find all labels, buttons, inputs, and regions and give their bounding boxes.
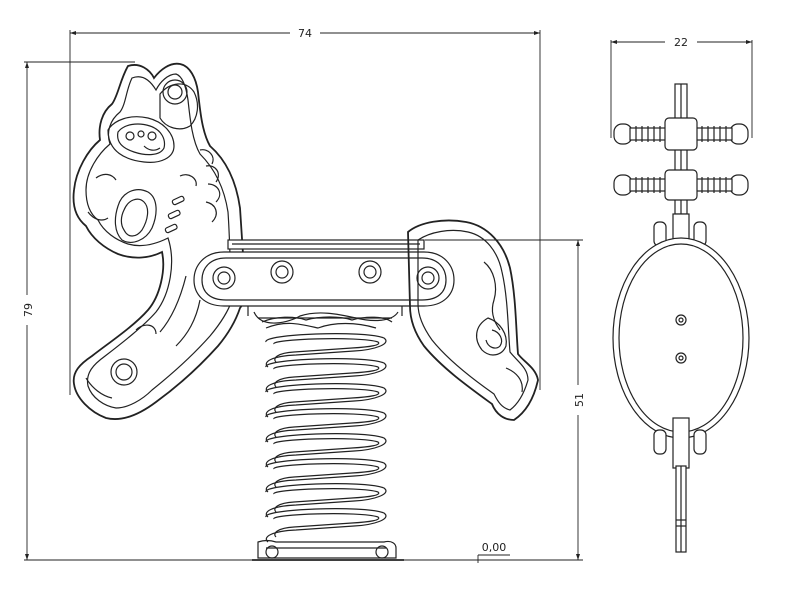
side-view: [612, 83, 750, 553]
height-total-label: 79: [22, 303, 35, 317]
lower-handle: [613, 169, 749, 201]
spring-coil-inner: [273, 463, 380, 488]
horse-head-panel: [72, 62, 247, 420]
horse-tail-panel: [407, 219, 539, 421]
spring-coil-turn: [265, 408, 387, 443]
ground-level-marker: 0,00: [477, 541, 510, 563]
width-side-label: 22: [674, 36, 688, 49]
spring-coil-inner: [273, 338, 380, 363]
spring-coil-inner: [273, 388, 380, 413]
seat-assembly: [193, 239, 455, 324]
spring-coil-inner: [273, 438, 380, 463]
spring-coil-turn: [265, 358, 387, 393]
seat-height-label: 51: [573, 393, 586, 407]
spring-coil-turn: [265, 483, 387, 518]
spring-coil-turn: [265, 508, 387, 543]
dimension-seat-height: 51: [395, 239, 586, 561]
spring-coil-turn: [265, 458, 387, 493]
spring-coil-inner: [273, 513, 380, 538]
spring-coil: [252, 316, 404, 561]
dimension-height-total: 79: [22, 61, 262, 561]
spring-coil-turn: [265, 433, 387, 468]
upper-handle: [613, 117, 749, 151]
dimension-width-front: 74: [69, 27, 541, 395]
spring-coil-turn: [265, 333, 387, 368]
spring-coil-inner: [273, 488, 380, 513]
dimension-width-side: 22: [610, 36, 753, 138]
spring-coil-inner: [273, 413, 380, 438]
spring-coil-inner: [273, 363, 380, 388]
spring-coil-turn: [265, 383, 387, 418]
width-front-label: 74: [298, 27, 312, 40]
ground-level-label: 0,00: [482, 541, 507, 554]
